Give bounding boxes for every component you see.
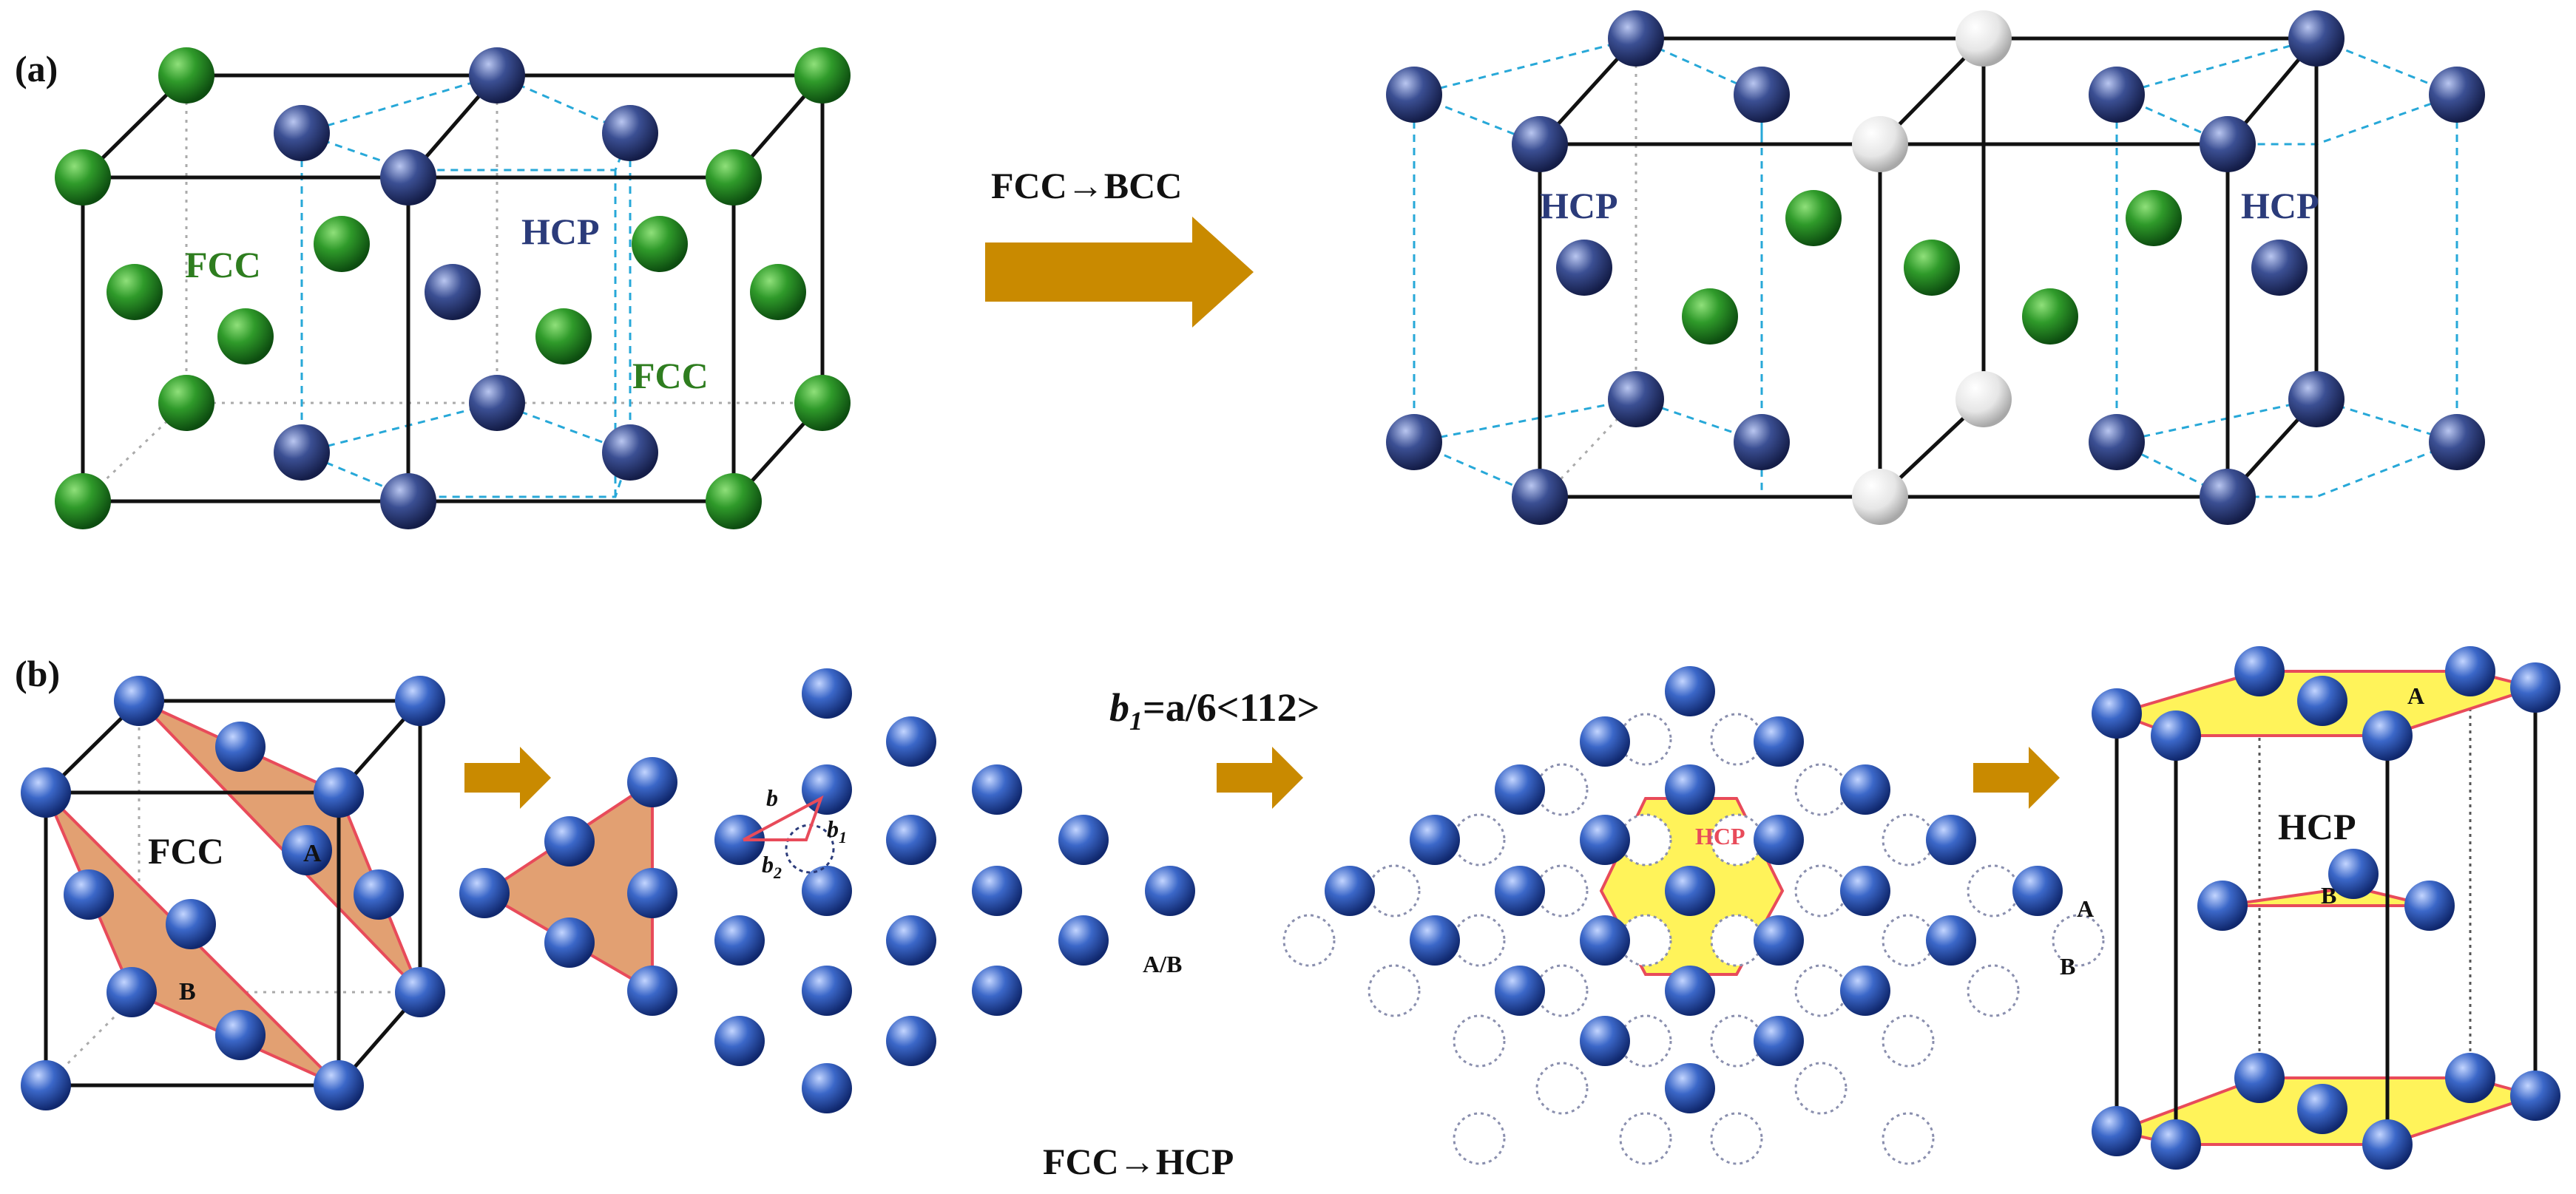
- layer-atoms: [1325, 666, 2063, 1113]
- caption-fcc-hcp: FCC→HCP: [1043, 1141, 1234, 1182]
- empty-sites: [1282, 713, 2105, 1165]
- label-burgers-b1-main: b: [827, 815, 839, 842]
- bcc-green-atoms: [1682, 190, 2182, 345]
- label-hcp-cell-a: A: [2407, 682, 2424, 709]
- hcp-cell: [2092, 646, 2560, 1170]
- panel-a-tag: (a): [15, 48, 58, 89]
- arrow-fcc-bcc: [985, 217, 1254, 328]
- label-fcc-cube: FCC: [148, 830, 224, 872]
- label-plane-a: A: [303, 840, 322, 867]
- arrow-small-3: [1973, 747, 2060, 809]
- label-burgers-b: b: [766, 784, 778, 811]
- panel-b-tag: (b): [15, 653, 60, 694]
- label-hcp-cell-b: B: [2321, 882, 2336, 909]
- label-burgers-b2-sub: 2: [773, 864, 782, 882]
- hcp-atoms: [274, 47, 658, 529]
- hcp-cell-atoms: [2092, 646, 2560, 1170]
- arrow-small-2: [1217, 747, 1303, 809]
- label-hcp-right-2: HCP: [2241, 185, 2319, 226]
- panel-a-right: [1386, 10, 2485, 525]
- label-hex-hcp: HCP: [1695, 823, 1745, 849]
- label-plane-b: B: [179, 978, 196, 1005]
- close-packed-triangle: [459, 757, 677, 1016]
- fcc-atoms: [55, 47, 851, 529]
- label-stack-ab: A/B: [1143, 951, 1182, 977]
- caption-fcc-bcc: FCC→BCC: [991, 165, 1182, 206]
- label-burgers-b2: b2: [762, 851, 782, 882]
- label-burgers-b2-main: b: [762, 851, 774, 878]
- label-burgers-b1-sub: 1: [839, 828, 847, 847]
- label-burgers-b1: b1: [827, 815, 847, 847]
- burgers-eq-b: b: [1109, 685, 1129, 730]
- close-packed-layer: [714, 668, 1195, 1113]
- bcc-white-atoms: [1852, 10, 2012, 525]
- panel-a-left: [55, 47, 851, 529]
- label-fcc-left: FCC: [185, 244, 261, 285]
- label-layer-a: A: [2077, 895, 2094, 922]
- burgers-eq-rest: =a/6<112>: [1143, 685, 1319, 730]
- label-layer-b: B: [2060, 953, 2075, 980]
- label-fcc-right: FCC: [632, 355, 709, 396]
- bcc-navy-atoms: [1386, 10, 2485, 525]
- label-hcp-left: HCP: [521, 211, 600, 252]
- label-hcp-right-1: HCP: [1540, 185, 1618, 226]
- fcc-cube-atoms: [21, 676, 445, 1110]
- label-hcp-cell: HCP: [2278, 806, 2356, 847]
- arrow-small-1: [464, 747, 551, 809]
- stacked-layers: [1282, 666, 2105, 1165]
- burgers-vectors: [743, 795, 835, 874]
- burgers-eq-sub: 1: [1129, 706, 1143, 736]
- burgers-equation: b1=a/6<112>: [1109, 685, 1319, 736]
- fcc-cube: [21, 676, 445, 1110]
